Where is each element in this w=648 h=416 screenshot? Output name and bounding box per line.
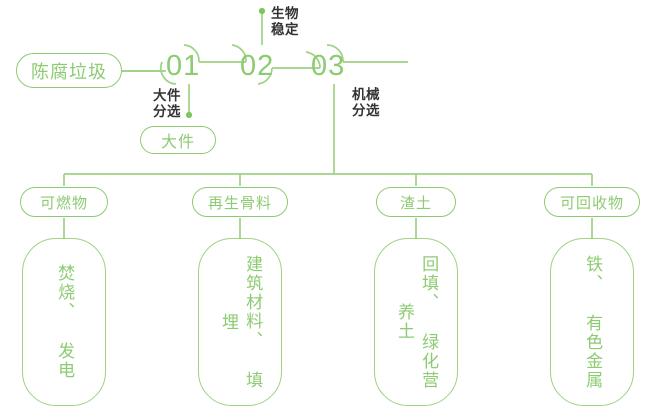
output-box-combustible[interactable]: 焚烧、 发电 xyxy=(22,238,106,406)
annotation-biological-stabilization: 生物 稳定 xyxy=(271,6,299,39)
source-node-label: 陈腐垃圾 xyxy=(31,61,107,82)
output-box-aggregate-line-2: 填埋 xyxy=(219,312,263,390)
output-box-aggregate-line-1: 建筑材料、 xyxy=(243,254,263,350)
output-box-slag-line-1: 回填、 xyxy=(419,254,439,312)
annotation-biological-stabilization-line-1: 生物 xyxy=(271,6,299,21)
stage-number-01[interactable]: 01 xyxy=(166,52,200,81)
stage-number-03-text: 03 xyxy=(311,50,346,82)
output-box-recyclable-text: 铁、 有色金属 xyxy=(580,255,604,390)
annotation-mechanical-sorting: 机械 分选 xyxy=(352,87,380,120)
arc-03-topleft xyxy=(305,51,321,69)
annotation-bulky-sorting-line-1: 大件 xyxy=(153,88,181,103)
arc-03-topright xyxy=(326,44,344,63)
stage-number-02-text: 02 xyxy=(240,50,275,82)
output-box-aggregate-text: 建筑材料、 填埋 xyxy=(216,253,264,391)
output-pill-combustible-label: 可燃物 xyxy=(39,194,88,212)
stage-number-01-text: 01 xyxy=(166,50,201,82)
arc-01-bottom xyxy=(159,61,177,85)
output-box-combustible-text: 焚烧、 发电 xyxy=(52,264,76,380)
output-pill-aggregate-label: 再生骨料 xyxy=(207,194,272,212)
arc-02-bottomright xyxy=(257,67,273,85)
dot-02-annotation xyxy=(258,7,266,15)
output-pill-combustible[interactable]: 可燃物 xyxy=(20,187,108,217)
output-pill-slag[interactable]: 渣土 xyxy=(376,187,456,217)
output-box-recyclable[interactable]: 铁、 有色金属 xyxy=(550,238,634,406)
output-box-slag-text: 回填、 绿化营养土 xyxy=(392,253,440,391)
output-box-slag[interactable]: 回填、 绿化营养土 xyxy=(374,238,458,406)
side-output-node-label: 大件 xyxy=(160,134,195,151)
annotation-bulky-sorting-line-2: 分选 xyxy=(153,104,181,120)
output-box-slag-line-2: 绿化营养土 xyxy=(395,303,439,390)
annotation-bulky-sorting: 大件 分选 xyxy=(129,88,181,121)
output-pill-aggregate[interactable]: 再生骨料 xyxy=(192,187,288,217)
source-node-stale-garbage[interactable]: 陈腐垃圾 xyxy=(16,53,122,88)
output-pill-recyclable[interactable]: 可回收物 xyxy=(544,187,640,217)
output-pill-recyclable-label: 可回收物 xyxy=(559,194,624,212)
annotation-mechanical-sorting-line-2: 分选 xyxy=(352,103,380,119)
output-box-aggregate[interactable]: 建筑材料、 填埋 xyxy=(198,238,282,406)
output-box-recyclable-line-1: 铁、 xyxy=(583,254,603,293)
side-output-node-bulky[interactable]: 大件 xyxy=(140,126,216,154)
annotation-mechanical-sorting-line-1: 机械 xyxy=(352,87,380,102)
annotation-biological-stabilization-line-2: 稳定 xyxy=(271,22,299,38)
stage-number-03[interactable]: 03 xyxy=(311,52,345,81)
stage-number-02[interactable]: 02 xyxy=(240,52,274,81)
output-box-recyclable-line-2: 有色金属 xyxy=(583,313,603,390)
arc-02-topleft xyxy=(231,44,247,63)
arc-01-top xyxy=(183,44,200,63)
output-box-combustible-line-2: 发电 xyxy=(55,342,75,380)
output-box-combustible-line-1: 焚烧、 xyxy=(55,264,75,321)
output-pill-slag-label: 渣土 xyxy=(399,194,432,212)
dot-01-annotation xyxy=(185,111,193,119)
